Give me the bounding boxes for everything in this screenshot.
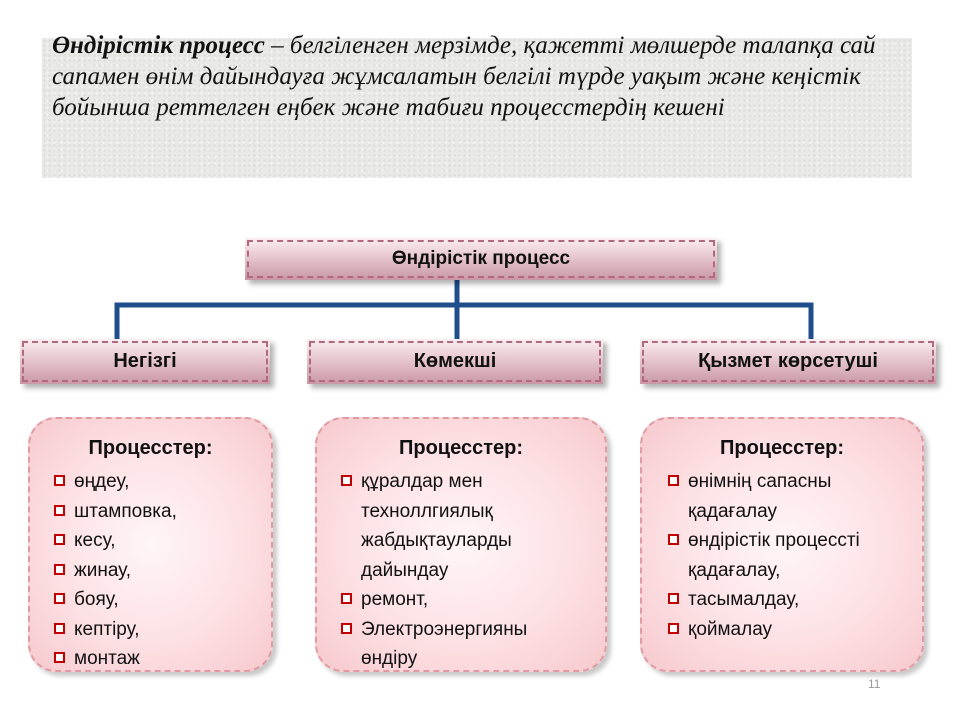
list-item-text: жинау, <box>74 559 132 581</box>
list-item: өнімнің сапасны қадағалау <box>666 467 882 526</box>
card-title: Процесстер: <box>398 437 523 459</box>
checkbox-bullet-icon <box>341 475 352 486</box>
definition-panel <box>42 38 912 178</box>
checkbox-bullet-icon <box>54 622 65 634</box>
process-list: құралдар мен техноллгиялық жабдықтаулард… <box>339 467 579 674</box>
list-item-text: бояу, <box>74 589 119 610</box>
definition-text: Өндірістік процесс – белгіленген мерзімд… <box>52 30 902 123</box>
list-item-text: монтаж <box>74 648 140 669</box>
list-item-text: тасымалдау, <box>688 589 800 610</box>
process-list: өнімнің сапасны қадағалау өндірістік про… <box>666 467 882 644</box>
checkbox-bullet-icon <box>341 622 352 634</box>
list-item: тасымалдау, <box>666 585 882 615</box>
definition-body: – белгіленген мерзімде, қажетті мөлшерде… <box>52 32 876 121</box>
checkbox-bullet-icon <box>54 475 65 486</box>
process-list: өңдеу, штамповка, кесу, жинау, бояу, кеп… <box>52 467 263 674</box>
list-item-text: құралдар мен техноллгиялық жабдықтаулард… <box>361 471 512 581</box>
list-item: өндірістік процессті қадағалау, <box>666 526 882 585</box>
list-item-text: қоймалау <box>688 618 773 640</box>
list-item: жинау, <box>52 556 263 586</box>
list-item: монтаж <box>52 644 263 674</box>
list-item-text: өндірістік процессті қадағалау, <box>688 530 860 581</box>
category-main: Негізгі <box>20 339 270 384</box>
category-service: Қызмет көрсетуші <box>640 339 936 384</box>
card-auxiliary-processes: Процесстер: құралдар мен техноллгиялық ж… <box>315 417 607 672</box>
list-item: кесу, <box>52 526 263 556</box>
checkbox-bullet-icon <box>668 534 679 545</box>
list-item-text: кептіру, <box>74 618 140 640</box>
checkbox-bullet-icon <box>54 563 65 575</box>
root-node-label: Өндірістік процесс <box>391 248 571 269</box>
card-title: Процесстер: <box>88 437 213 459</box>
list-item: ремонт, <box>339 585 579 615</box>
checkbox-bullet-icon <box>54 652 65 663</box>
list-item-text: өңдеу, <box>74 471 130 492</box>
list-item-text: ремонт, <box>361 589 429 610</box>
page-number: 11 <box>868 677 881 691</box>
category-main-label: Негізгі <box>113 350 177 372</box>
list-item-text: кесу, <box>74 530 116 551</box>
card-service-processes: Процесстер: өнімнің сапасны қадағалау өн… <box>640 417 924 672</box>
definition-term: Өндірістік процесс <box>52 32 265 59</box>
checkbox-bullet-icon <box>341 593 352 604</box>
list-item-text: штамповка, <box>74 500 177 522</box>
checkbox-bullet-icon <box>54 534 65 545</box>
category-auxiliary-label: Көмекші <box>413 350 497 372</box>
list-item: штамповка, <box>52 497 263 527</box>
list-item: құралдар мен техноллгиялық жабдықтаулард… <box>339 467 579 585</box>
category-service-label: Қызмет көрсетуші <box>698 350 878 372</box>
list-item: кептіру, <box>52 615 263 645</box>
list-item: бояу, <box>52 585 263 615</box>
checkbox-bullet-icon <box>54 504 65 516</box>
list-item: өңдеу, <box>52 467 263 497</box>
checkbox-bullet-icon <box>668 622 679 634</box>
list-item-text: Электроэнергияны өндіру <box>361 618 528 670</box>
root-node: Өндірістік процесс <box>245 238 717 280</box>
list-item-text: өнімнің сапасны қадағалау <box>688 471 832 522</box>
checkbox-bullet-icon <box>54 593 65 604</box>
card-main-processes: Процесстер: өңдеу, штамповка, кесу, жина… <box>28 417 273 672</box>
card-title: Процесстер: <box>719 437 844 459</box>
checkbox-bullet-icon <box>668 593 679 604</box>
checkbox-bullet-icon <box>668 475 679 486</box>
list-item: Электроэнергияны өндіру <box>339 615 579 674</box>
list-item: қоймалау <box>666 615 882 645</box>
category-auxiliary: Көмекші <box>307 339 603 384</box>
